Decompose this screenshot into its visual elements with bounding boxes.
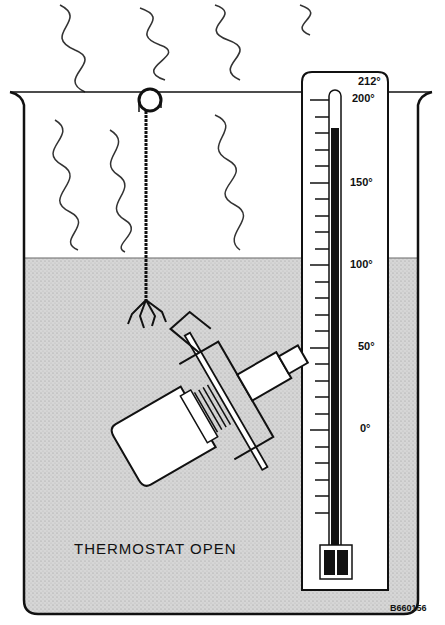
bulb [324, 550, 335, 575]
steam-lines [60, 5, 311, 92]
steam-line [215, 5, 240, 80]
valve-cap [279, 345, 308, 373]
tick [315, 512, 329, 514]
thermometer-board [302, 72, 388, 590]
tick [315, 380, 329, 382]
tick [315, 116, 329, 118]
steam-line [215, 115, 244, 250]
tick [315, 396, 329, 398]
hanger-wire [168, 307, 218, 359]
scale-value: 50° [358, 341, 375, 352]
tick [315, 231, 329, 233]
string-hook [128, 300, 166, 328]
bellows-collar [180, 390, 217, 443]
tick [315, 462, 329, 464]
steam-line [110, 130, 131, 252]
tick [310, 429, 329, 431]
figure-code: B660156 [390, 604, 427, 613]
tick [315, 248, 329, 250]
tick [315, 413, 329, 415]
thermometer [302, 72, 388, 590]
scale-ticks [310, 100, 329, 513]
steam-line [60, 5, 85, 92]
tick [315, 330, 329, 332]
tick [315, 132, 329, 134]
scale-value: 150° [350, 177, 373, 188]
bulb-guard [320, 545, 352, 579]
tick [315, 495, 329, 497]
thermometer-tube [329, 90, 341, 560]
tick [310, 264, 329, 266]
tick [310, 347, 329, 349]
tick [315, 363, 329, 365]
tick [315, 215, 329, 217]
bulb [337, 550, 348, 575]
tick [315, 149, 329, 151]
steam-line [53, 120, 79, 250]
rib [199, 390, 222, 430]
steam-lines-inner [53, 115, 243, 252]
tick [310, 182, 329, 184]
rib [194, 392, 217, 432]
state-caption: THERMOSTAT OPEN [74, 541, 237, 556]
tick [315, 314, 329, 316]
thermostat [79, 274, 343, 526]
tick [310, 99, 329, 101]
steam-line [300, 5, 311, 35]
tick [315, 198, 329, 200]
tick [315, 446, 329, 448]
scale-value: 212° [358, 76, 381, 87]
tick [315, 281, 329, 283]
pulley [139, 89, 161, 111]
tick [315, 297, 329, 299]
scale-value: 200° [352, 93, 375, 104]
string [145, 111, 148, 300]
mercury-column [331, 128, 339, 558]
scale-value: 0° [360, 423, 371, 434]
pulley-cord [139, 100, 161, 112]
frame [179, 342, 273, 460]
tick [315, 165, 329, 167]
scale-value: 100° [350, 259, 373, 270]
steam-line [140, 8, 169, 80]
tick [315, 479, 329, 481]
